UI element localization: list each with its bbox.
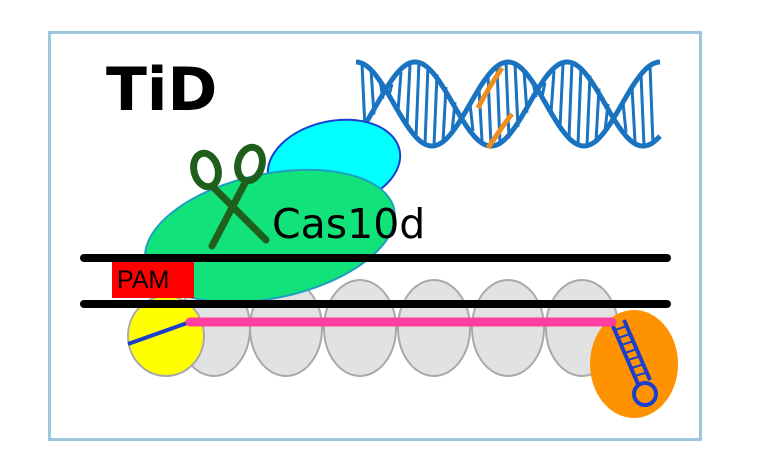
pam-box (112, 262, 194, 298)
helix-base-pair (513, 63, 520, 128)
helix-base-pair (441, 86, 448, 142)
helix-base-pair (585, 75, 592, 146)
helix-base-pair (414, 61, 421, 138)
helix-base-pair (432, 74, 439, 146)
helix-strand-a (355, 59, 661, 149)
helix-base-pair (423, 65, 430, 145)
helix-base-pair (504, 62, 511, 139)
helix-base-pair (621, 102, 628, 133)
helix-base-pair (405, 64, 412, 126)
cas7-subunit (397, 279, 471, 377)
crrna-handle (127, 320, 191, 346)
scissors-icon (190, 143, 270, 250)
helix-base-pair (558, 63, 565, 128)
helix-base-pair (630, 87, 637, 142)
helix-base-pair (549, 70, 556, 113)
dna-double-helix-icon (354, 59, 662, 150)
pam-label: PAM (117, 266, 169, 294)
helix-base-pair (396, 71, 403, 112)
helix-base-pair (468, 103, 475, 132)
target-segment-complement (485, 112, 514, 150)
crrna-hairpin (610, 319, 658, 407)
cas7-subunit (471, 279, 545, 377)
helix-base-pair (360, 63, 367, 129)
cas7-subunit (323, 279, 397, 377)
helix-strand-b (354, 59, 662, 149)
helix-base-pair (648, 65, 655, 145)
diagram-title: TiD (106, 55, 217, 125)
helix-base-pair (639, 74, 646, 146)
helix-base-pair (477, 88, 484, 141)
cas10d-label: Cas10d (272, 200, 425, 248)
helix-base-pair (576, 66, 583, 145)
target-segment (475, 66, 505, 110)
helix-base-pair (567, 62, 574, 139)
